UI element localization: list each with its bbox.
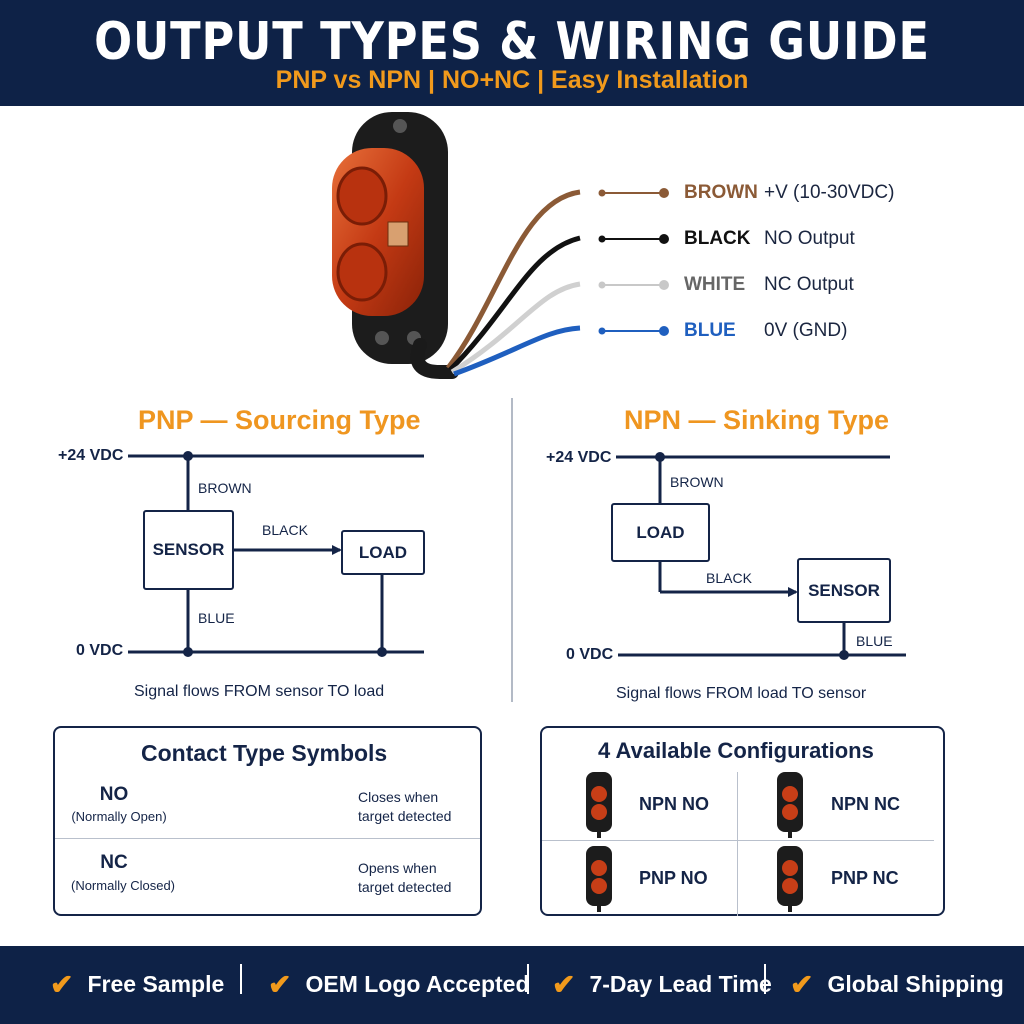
receiver-lens (336, 242, 388, 302)
mount-hole-bottom-left (375, 331, 389, 345)
pnp-black-label: BLACK (262, 522, 308, 538)
footer-item-lead-time: ✔ 7-Day Lead Time (552, 966, 772, 1002)
configurations-panel: 4 Available Configurations NPN NO NPN NC… (540, 726, 945, 916)
wire-label-brown: BROWN (684, 182, 758, 203)
nc-desc-line1: Opens when (358, 860, 437, 876)
page-subtitle: PNP vs NPN | NO+NC | Easy Installation (275, 66, 749, 94)
config-pnp-no: PNP NO (639, 868, 708, 888)
npn-load-box: LOAD (611, 503, 710, 562)
no-desc-line1: Closes when (358, 789, 439, 805)
config-icons (586, 772, 803, 912)
configs-v-divider (737, 772, 738, 916)
pnp-v0-label: 0 VDC (76, 642, 124, 659)
footer-item-free-sample: ✔ Free Sample (50, 966, 224, 1002)
contact-panel-title: Contact Type Symbols (141, 740, 388, 766)
wire-label-black: BLACK (684, 228, 751, 249)
checkmark-icon: ✔ (50, 968, 74, 1000)
white-wire (450, 281, 581, 375)
npn-title: NPN — Sinking Type (624, 405, 890, 435)
configs-h-divider (542, 840, 934, 841)
blue-wire (453, 325, 581, 377)
pnp-title: PNP — Sourcing Type (138, 405, 421, 435)
npn-blue-label: BLUE (856, 633, 893, 649)
footer-item-label: 7-Day Lead Time (589, 970, 772, 997)
footer-separator (240, 964, 242, 994)
pnp-circuit (128, 454, 424, 654)
wire-desc-black: NO Output (764, 228, 855, 249)
no-desc-line2: target detected (358, 808, 452, 824)
checkmark-icon: ✔ (790, 968, 814, 1000)
checkmark-icon: ✔ (268, 968, 292, 1000)
header-banner: OUTPUT TYPES & WIRING GUIDE PNP vs NPN |… (0, 0, 1024, 106)
wire-desc-brown: +V (10-30VDC) (764, 182, 895, 203)
config-pnp-nc: PNP NC (831, 868, 899, 888)
no-sublabel: (Normally Open) (71, 809, 167, 824)
npn-v0-label: 0 VDC (566, 646, 614, 663)
npn-sensor-box: SENSOR (797, 558, 891, 623)
nc-desc-line2: target detected (358, 879, 452, 895)
nc-label: NC (100, 852, 128, 873)
npn-black-label: BLACK (706, 570, 752, 586)
mount-hole-top (393, 119, 407, 133)
page-title: OUTPUT TYPES & WIRING GUIDE (94, 12, 930, 72)
footer-item-oem-logo: ✔ OEM Logo Accepted (268, 966, 530, 1002)
footer-item-label: OEM Logo Accepted (305, 970, 530, 997)
pnp-v24-label: +24 VDC (58, 447, 124, 464)
config-icon-npn-no (586, 772, 612, 838)
footer-separator (764, 964, 766, 994)
wire-leads (446, 188, 669, 377)
npn-v24-label: +24 VDC (546, 449, 612, 466)
pnp-brown-label: BROWN (198, 480, 252, 496)
footer-separator (527, 964, 529, 994)
contact-divider (55, 838, 480, 839)
footer-item-global-shipping: ✔ Global Shipping (790, 966, 1004, 1002)
no-label: NO (99, 784, 129, 805)
brown-wire (446, 189, 581, 370)
configs-panel-title: 4 Available Configurations (598, 738, 874, 763)
black-wire (448, 235, 581, 372)
config-npn-no: NPN NO (639, 794, 710, 814)
config-icon-pnp-no (586, 846, 612, 912)
nc-sublabel: (Normally Closed) (70, 878, 176, 893)
config-npn-nc: NPN NC (831, 794, 901, 814)
sensor-product-image (332, 112, 459, 379)
checkmark-icon: ✔ (552, 968, 576, 1000)
config-icon-pnp-nc (777, 846, 803, 912)
wire-label-blue: BLUE (684, 320, 736, 341)
wire-desc-white: NC Output (764, 274, 854, 295)
wire-label-white: WHITE (684, 274, 746, 295)
contact-type-panel: Contact Type Symbols NO (Normally Open) … (53, 726, 482, 916)
pnp-blue-label: BLUE (198, 610, 235, 626)
pnp-caption: Signal flows FROM sensor TO load (134, 683, 385, 700)
cable-sheath (410, 338, 459, 379)
npn-caption: Signal flows FROM load TO sensor (616, 685, 867, 702)
emitter-lens (336, 166, 388, 226)
indicator-window (387, 221, 409, 247)
footer-banner: ✔ Free Sample ✔ OEM Logo Accepted ✔ 7-Da… (0, 946, 1024, 1024)
footer-item-label: Global Shipping (827, 970, 1004, 997)
footer-item-label: Free Sample (87, 970, 225, 997)
wire-desc-blue: 0V (GND) (764, 320, 848, 341)
npn-brown-label: BROWN (670, 474, 724, 490)
pnp-sensor-box: SENSOR (143, 510, 234, 590)
pnp-load-box: LOAD (341, 530, 425, 575)
config-icon-npn-nc (777, 772, 803, 838)
